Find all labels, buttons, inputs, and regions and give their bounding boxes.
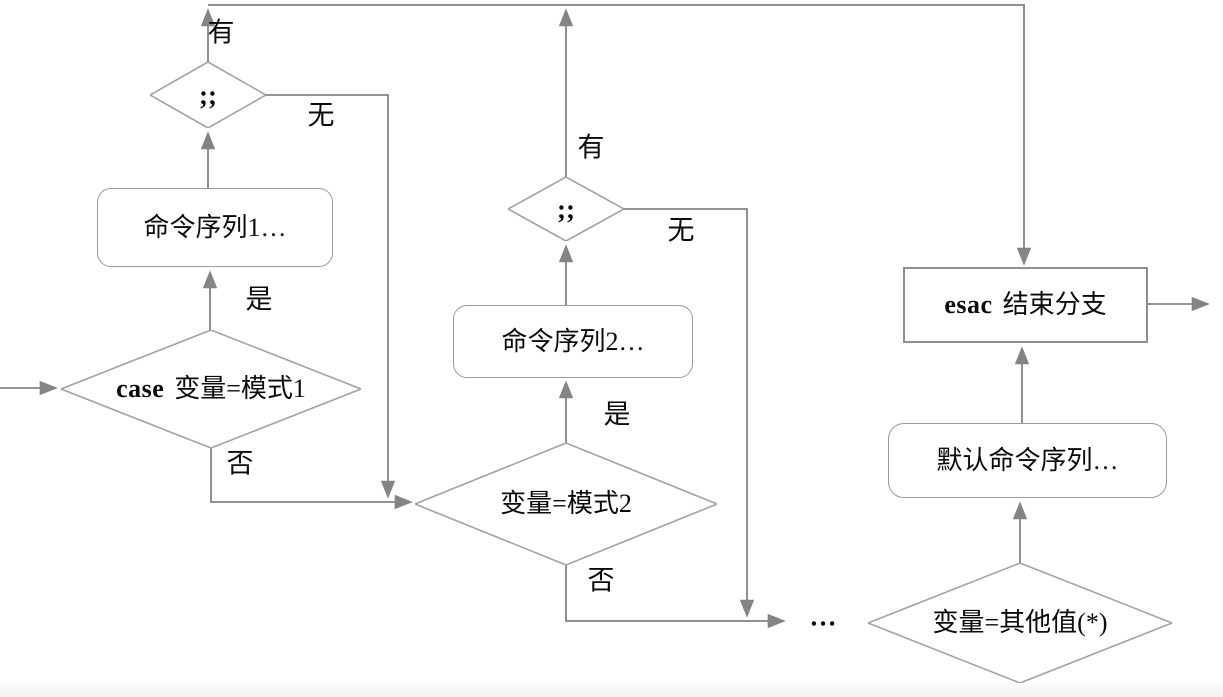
label-semi2-no: 无 [667, 215, 695, 246]
label-case-yes: 是 [245, 284, 273, 315]
decision-pattern2: 变量=模式2 [415, 443, 717, 565]
edge-case-no [210, 448, 413, 510]
label-pattern2-yes: 是 [603, 399, 631, 430]
label-semi2-yes: 有 [577, 132, 605, 163]
diamond-shape [508, 177, 624, 241]
cmd-seq-1-label: 命令序列1… [143, 212, 287, 242]
label-case-no: 否 [226, 448, 254, 479]
case-pattern1-label: case 变量=模式1 [116, 376, 306, 402]
esac-label: esac 结束分支 [944, 292, 1106, 318]
label-semi1-no: 无 [307, 100, 335, 131]
label-pattern2-no: 否 [587, 565, 615, 596]
decision-semicolons-2: ;; [508, 177, 624, 241]
edge-semi2-no [624, 208, 755, 618]
process-esac-end: esac 结束分支 [903, 267, 1148, 343]
edge-pattern2-no [565, 565, 786, 629]
process-cmd-seq-1: 命令序列1… [97, 188, 333, 267]
semicolons-1-label: ;; [199, 79, 217, 110]
diamond-shape [61, 330, 361, 448]
decision-semicolons-1: ;; [150, 62, 266, 128]
diamond-shape [868, 563, 1172, 683]
case-condition-text: 变量=模式1 [174, 374, 306, 403]
edge-semi1-no [266, 94, 396, 499]
cmd-seq-2-label: 命令序列2… [501, 326, 645, 356]
decision-other-value: 变量=其他值(*) [868, 563, 1172, 683]
diamond-shape [415, 443, 717, 565]
other-value-label: 变量=其他值(*) [932, 608, 1108, 637]
default-seq-label: 默认命令序列… [936, 445, 1119, 475]
label-continuation-ellipsis: … [809, 601, 837, 632]
decision-case-pattern1: case 变量=模式1 [61, 330, 361, 448]
process-default-seq: 默认命令序列… [888, 423, 1167, 498]
process-cmd-seq-2: 命令序列2… [453, 305, 693, 378]
case-keyword: case [116, 374, 165, 403]
pattern2-label: 变量=模式2 [500, 489, 632, 518]
diamond-shape [150, 62, 266, 128]
page-bottom-shadow [0, 681, 1223, 697]
semicolons-2-label: ;; [557, 193, 575, 224]
esac-text: 结束分支 [1002, 290, 1107, 319]
edge-top-rail-to-esac [208, 4, 1032, 266]
label-semi1-yes: 有 [207, 17, 235, 48]
esac-keyword: esac [944, 290, 993, 319]
